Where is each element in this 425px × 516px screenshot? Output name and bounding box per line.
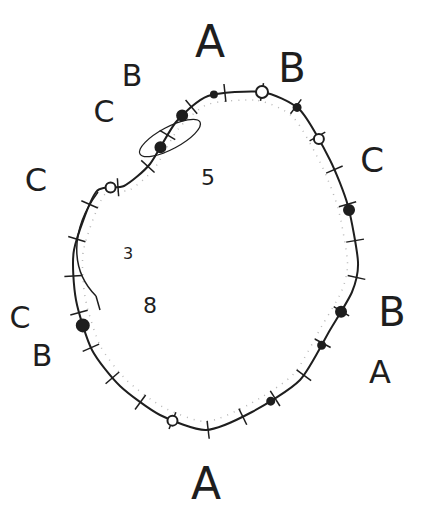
vertex-letter: A	[195, 20, 225, 64]
tick-mark	[334, 307, 349, 316]
callout-number: 3	[123, 246, 133, 262]
tick-mark	[346, 239, 364, 242]
callout-number: 8	[143, 295, 157, 317]
point-dot	[294, 104, 301, 111]
tick-mark	[239, 409, 247, 425]
crossed-letter: C	[360, 143, 384, 177]
crossed-letter: B	[122, 61, 143, 91]
tick-mark	[135, 395, 146, 410]
tick-mark	[141, 160, 154, 172]
point-dot	[318, 342, 325, 349]
tick-mark	[70, 310, 87, 315]
tick-mark	[186, 100, 198, 114]
loop-curve	[73, 91, 358, 430]
vertex-letter: B	[278, 48, 305, 88]
crossed-letter: B	[32, 341, 53, 371]
tick-mark	[348, 276, 366, 280]
tick-mark	[117, 178, 118, 196]
point-dot	[177, 110, 187, 120]
inner-arc	[77, 192, 98, 296]
vertex-letter: C	[10, 303, 31, 333]
tick-mark	[291, 99, 302, 113]
callout-number: 5	[201, 167, 215, 189]
point-dot	[155, 142, 165, 152]
stipple-shading	[82, 100, 347, 422]
tick-mark	[106, 372, 120, 384]
tick-mark	[83, 344, 99, 351]
tick-mark	[297, 370, 312, 381]
oval-loop	[135, 112, 205, 163]
tick-mark	[64, 275, 82, 276]
vertex-letter: C	[94, 97, 115, 127]
vertex-letter: B	[378, 292, 405, 332]
tick-mark	[160, 130, 176, 139]
point-dot	[336, 307, 346, 317]
point-dot	[267, 398, 274, 405]
point-dot	[167, 416, 177, 426]
point-dot	[344, 205, 354, 215]
point-dot	[256, 86, 268, 98]
point-dot	[77, 319, 89, 331]
arc-tail	[96, 296, 100, 310]
point-dot	[106, 182, 116, 192]
tick-mark	[224, 84, 226, 102]
crossed-letter: A	[369, 356, 391, 388]
crossed-letter: C	[25, 164, 47, 196]
tick-mark	[207, 421, 209, 439]
tick-mark	[326, 166, 343, 173]
point-dot	[314, 134, 324, 144]
point-dot	[211, 92, 217, 98]
tick-mark	[68, 237, 85, 242]
vertex-letter: A	[191, 462, 221, 506]
tick-mark	[81, 201, 97, 208]
